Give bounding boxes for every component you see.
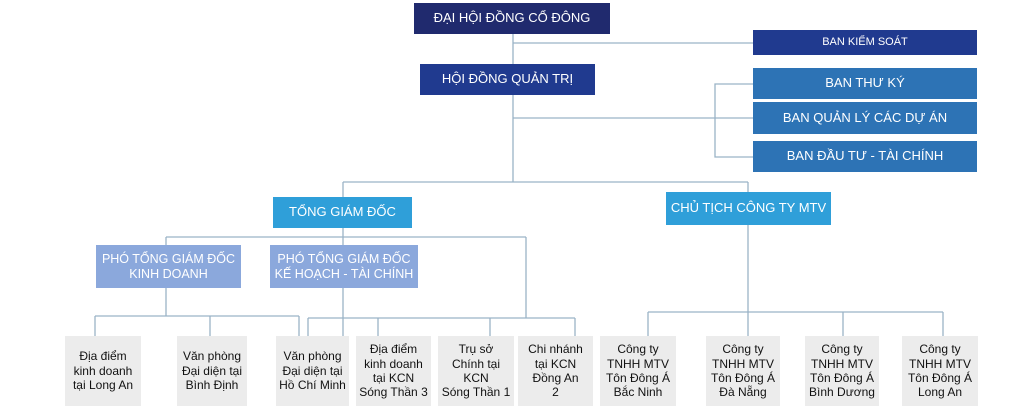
unit-dong-an-2-branch: Chi nhánh tại KCN Đồng An 2 [518, 336, 593, 406]
unit-binh-dinh-office: Văn phòng Đại diện tại Bình Định [177, 336, 247, 406]
subsidiary-long-an: Công ty TNHH MTV Tôn Đông Á Long An [902, 336, 978, 406]
investment-finance-box: BAN ĐẦU TƯ - TÀI CHÍNH [753, 141, 977, 172]
unit-ho-chi-minh-office: Văn phòng Đại diện tại Hồ Chí Minh [276, 336, 349, 406]
shareholders-box: ĐẠI HỘI ĐỒNG CỔ ĐÔNG [414, 3, 610, 34]
unit-song-than-3-business: Địa điểm kinh doanh tại KCN Sóng Thần 3 [356, 336, 431, 406]
general-director-box: TỔNG GIÁM ĐỐC [273, 197, 412, 228]
project-management-box: BAN QUẢN LÝ CÁC DỰ ÁN [753, 102, 977, 134]
mtv-chairman-box: CHỦ TỊCH CÔNG TY MTV [666, 192, 831, 225]
supervisory-board-box: BAN KIỂM SOÁT [753, 30, 977, 55]
subsidiary-da-nang: Công ty TNHH MTV Tôn Đông Á Đà Nẵng [706, 336, 780, 406]
secretariat-box: BAN THƯ KÝ [753, 68, 977, 99]
unit-headquarters-song-than-1: Trụ sở Chính tại KCN Sóng Thần 1 [438, 336, 514, 406]
deputy-planning-box: PHÓ TỔNG GIÁM ĐỐC KẾ HOẠCH - TÀI CHÍNH [270, 245, 418, 288]
unit-long-an-business: Địa điểm kinh doanh tại Long An [65, 336, 141, 406]
deputy-business-box: PHÓ TỔNG GIÁM ĐỐC KINH DOANH [96, 245, 241, 288]
board-of-directors-box: HỘI ĐỒNG QUẢN TRỊ [420, 64, 595, 95]
subsidiary-binh-duong: Công ty TNHH MTV Tôn Đông Á Bình Dương [805, 336, 879, 406]
subsidiary-bac-ninh: Công ty TNHH MTV Tôn Đông Á Bắc Ninh [600, 336, 676, 406]
